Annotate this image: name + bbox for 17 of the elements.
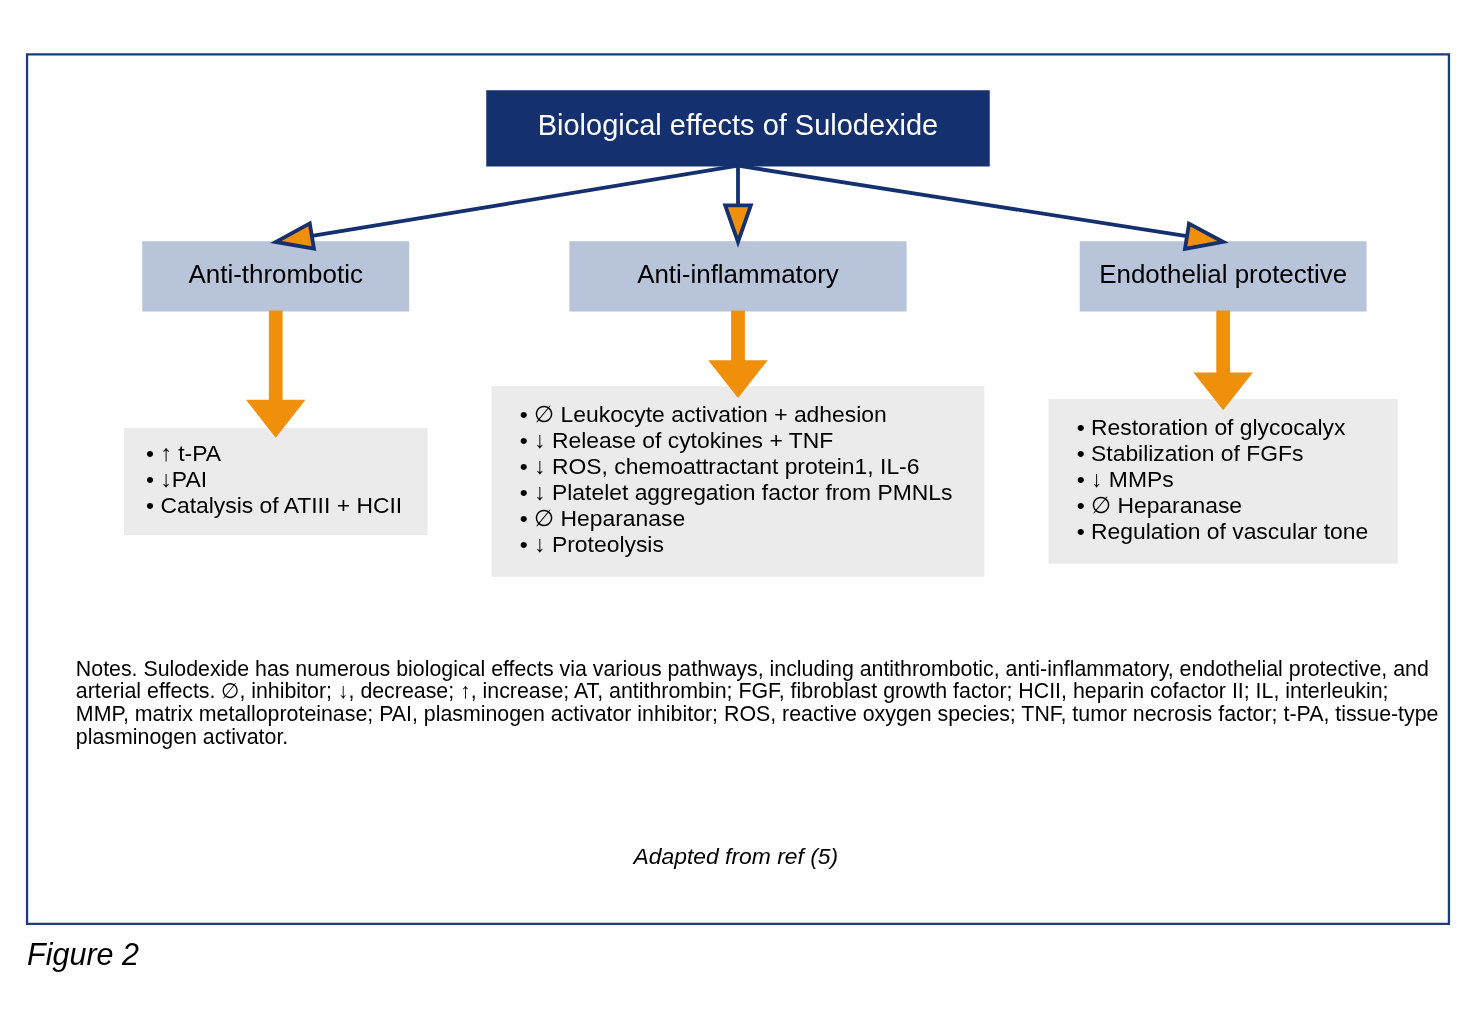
arrow xyxy=(270,163,739,251)
label: Adapted from ref (5) xyxy=(633,842,839,869)
node-box: Anti-inflammatory xyxy=(569,240,907,311)
arrow xyxy=(737,163,1229,251)
node-box: • ↑ t-PA • ↓PAI • Catalysis of ATIII + HCII xyxy=(123,427,428,535)
cluster xyxy=(25,52,1451,925)
arrow xyxy=(1193,310,1253,410)
arrow xyxy=(708,310,768,398)
node-box: Anti-thrombotic xyxy=(142,240,410,311)
node-box: • Restoration of glycocalyx • Stabilization of FGFs • ↓ MMPs • ∅ Heparanase • Regulation of vascular tone xyxy=(1048,398,1398,564)
arrow xyxy=(722,165,754,248)
node-box: • ∅ Leukocyte activation + adhesion • ↓ Release of cytokines + TNF • ↓ ROS, chemoattractant protein1, IL-6 • ↓ Platelet aggregation factor from PMNLs • ∅ Heparanase • ↓ Proteolysis xyxy=(491,385,985,577)
label: Notes. Sulodexide has numerous biological effects via various pathways, including antithrombotic, anti-inflammatory, endothelial protective, and arterial effects. ∅, inhibitor; ↓, decrease; ↑, increase; AT, antithrombin; FGF, fibroblast growth factor; HCII, heparin cofactor II; IL, interleukin; MMP, matrix metalloproteinase; PAI, plasminogen activator inhibitor; ROS, reactive oxygen species; TNF, tumor necrosis factor; t-PA, tissue-type plasminogen activator. xyxy=(75,656,1439,749)
node-box: Biological effects of Sulodexide xyxy=(486,89,990,166)
arrow xyxy=(245,310,306,438)
node-box: Endothelial protective xyxy=(1079,240,1367,311)
caption: Figure 2 xyxy=(27,936,139,971)
